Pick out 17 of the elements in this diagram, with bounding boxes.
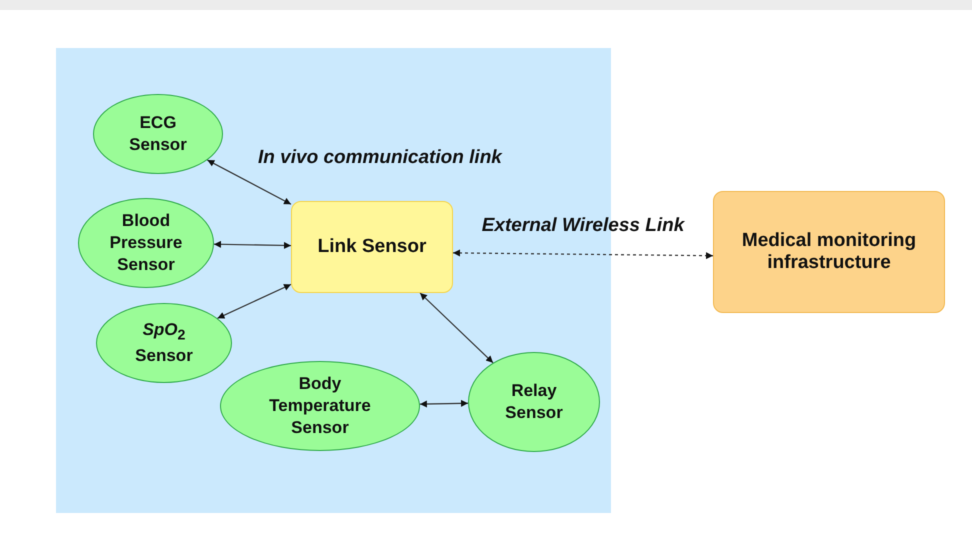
connector-arrow (217, 284, 292, 319)
connector-arrow (207, 160, 292, 205)
node-label: Body Temperature Sensor (268, 372, 372, 440)
node-label: Link Sensor (318, 236, 426, 258)
connector-arrow (214, 240, 292, 249)
process-box (713, 191, 945, 313)
connector-arrow (420, 292, 494, 364)
node-label: Blood Pressure Sensor (108, 210, 184, 276)
connector-arrow (453, 249, 713, 260)
annotation-text: In vivo communication link (258, 147, 502, 169)
node-label: Relay Sensor (504, 380, 564, 424)
connector-arrow (420, 400, 468, 408)
process-box (291, 201, 453, 293)
node-label: Medical monitoring infrastructure (740, 230, 918, 274)
edge-label: External Wireless Link (480, 214, 686, 237)
node-label: SpO$_{2}$ Sensor (134, 319, 194, 367)
node-label: ECG Sensor (128, 112, 188, 156)
